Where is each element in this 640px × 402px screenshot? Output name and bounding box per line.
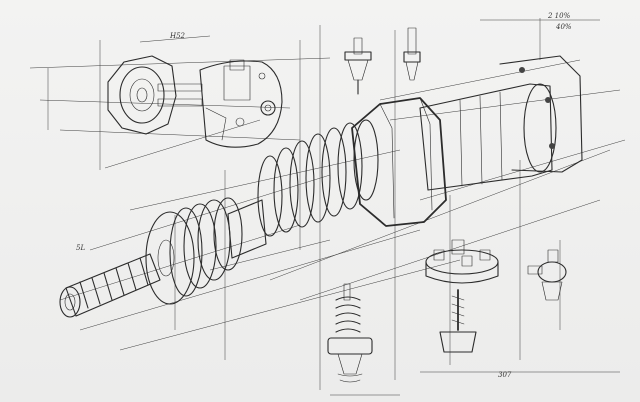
front-bellows xyxy=(145,197,243,305)
turret-component xyxy=(425,239,499,353)
side-valve-component xyxy=(527,249,567,301)
label-bottom-dimension: 307 xyxy=(498,371,512,379)
end-flange-assembly xyxy=(107,55,283,148)
threaded-shaft xyxy=(59,253,161,318)
exploded-shaft-assembly xyxy=(59,55,583,318)
label-top-dimension: H52 xyxy=(169,32,186,40)
top-valve-components xyxy=(344,27,421,95)
label-right-note-2: 40% xyxy=(555,23,572,31)
spring-component xyxy=(327,283,373,383)
label-left-note: 5L xyxy=(76,244,85,252)
label-right-note-1: 2 10% xyxy=(547,12,571,20)
bellows-coils xyxy=(257,119,379,237)
